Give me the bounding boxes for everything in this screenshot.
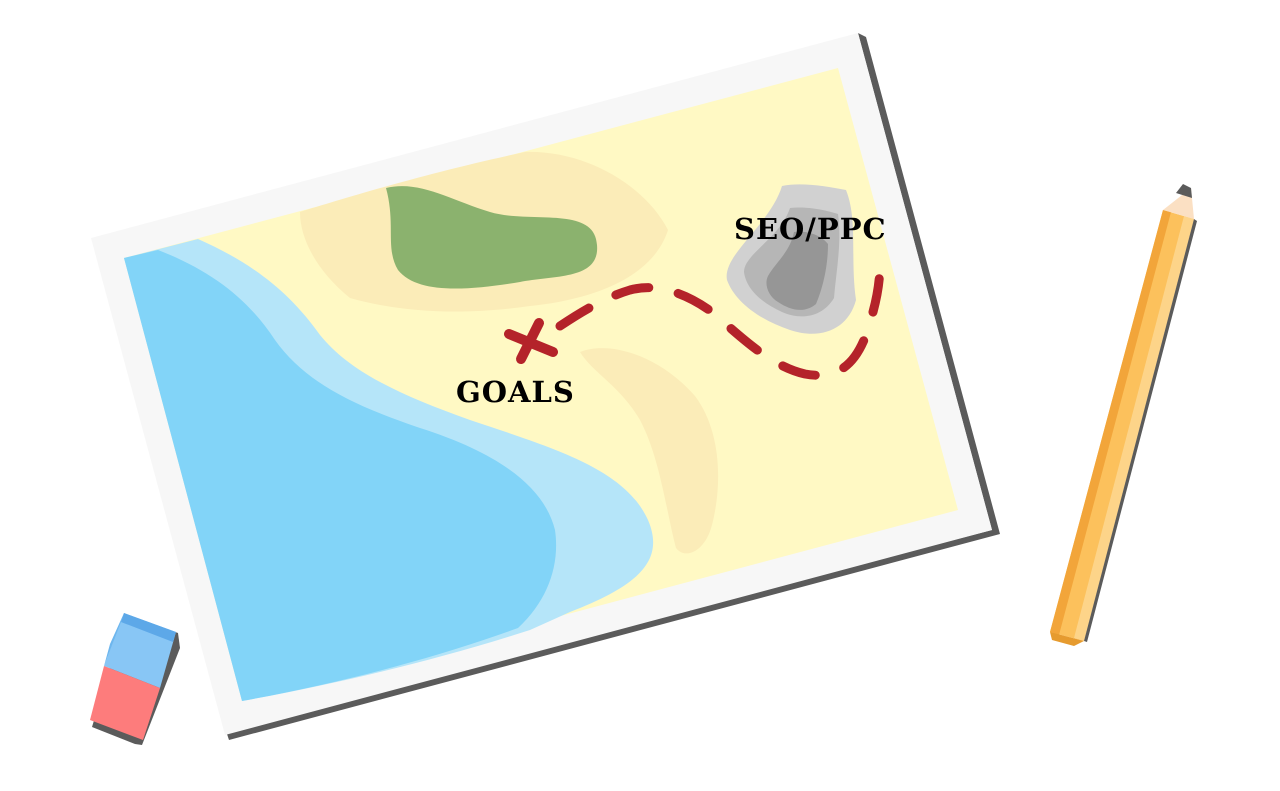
goal-label: GOALS [456,375,575,409]
eraser-icon [90,613,180,745]
forest-area [386,186,598,289]
sand-dune-lower [580,348,719,554]
pencil-icon [1050,184,1197,646]
deep-water [124,250,557,701]
mountain-icon [726,184,856,334]
target-label: SEO/PPC [734,212,887,246]
x-marker-icon [504,318,558,364]
treasure-map-icon: GOALS SEO/PPC [91,33,1000,740]
dashed-trail-icon [555,257,885,380]
